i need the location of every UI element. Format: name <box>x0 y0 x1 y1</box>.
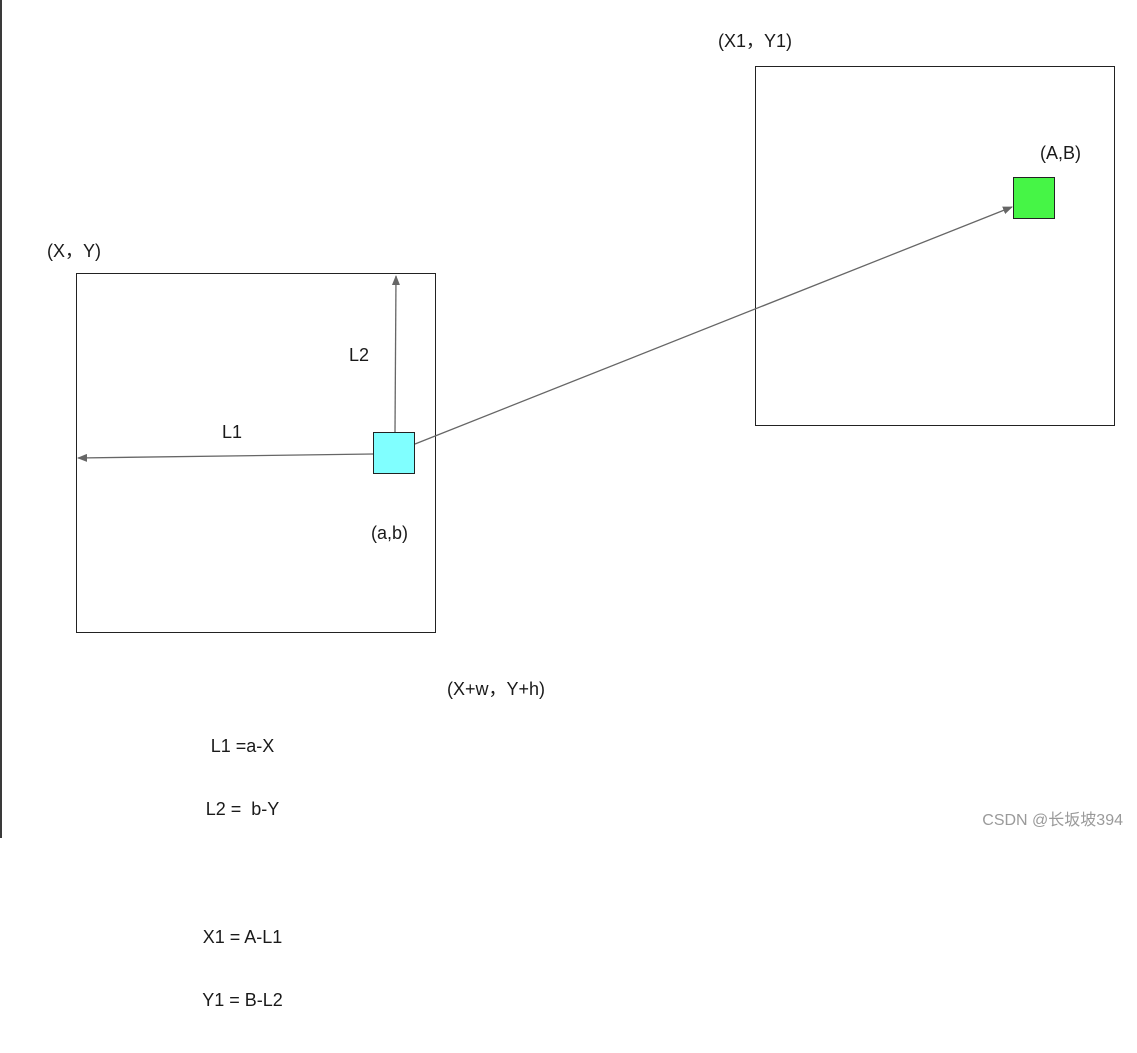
left-border <box>0 0 2 838</box>
formula-l2: L2 = b-Y <box>205 799 280 819</box>
transfer-arrow <box>414 206 1013 445</box>
source-marker <box>373 432 415 474</box>
l1-arrow <box>77 453 374 462</box>
l2-arrow <box>391 275 400 433</box>
formula-spacer <box>160 862 325 885</box>
source-point-label: (a,b) <box>371 523 409 543</box>
target-marker <box>1013 177 1055 219</box>
source-frame <box>76 273 436 633</box>
source-origin-label: (X，Y) <box>47 241 101 261</box>
target-frame <box>755 66 1115 426</box>
l1-label: L1 <box>222 422 243 442</box>
target-origin-label: (X1，Y1) <box>718 31 793 51</box>
watermark: CSDN @长坂坡394 <box>982 812 1123 829</box>
formula-block: L1 =a-X L2 = b-Y X1 = A-L1 Y1 = B-L2 <box>160 694 325 1053</box>
formula-l1: L1 =a-X <box>210 736 275 756</box>
diagram-canvas: (X，Y) (X1，Y1) (A,B) L2 L1 (a,b) (X+w，Y+h… <box>0 0 1123 1010</box>
formula-y1: Y1 = B-L2 <box>202 990 283 1010</box>
source-corner-label: (X+w，Y+h) <box>447 679 546 699</box>
target-point-label: (A,B) <box>1040 143 1082 163</box>
l2-label: L2 <box>349 345 370 365</box>
arrows-layer <box>77 206 1013 462</box>
formula-x1: X1 = A-L1 <box>202 927 283 947</box>
